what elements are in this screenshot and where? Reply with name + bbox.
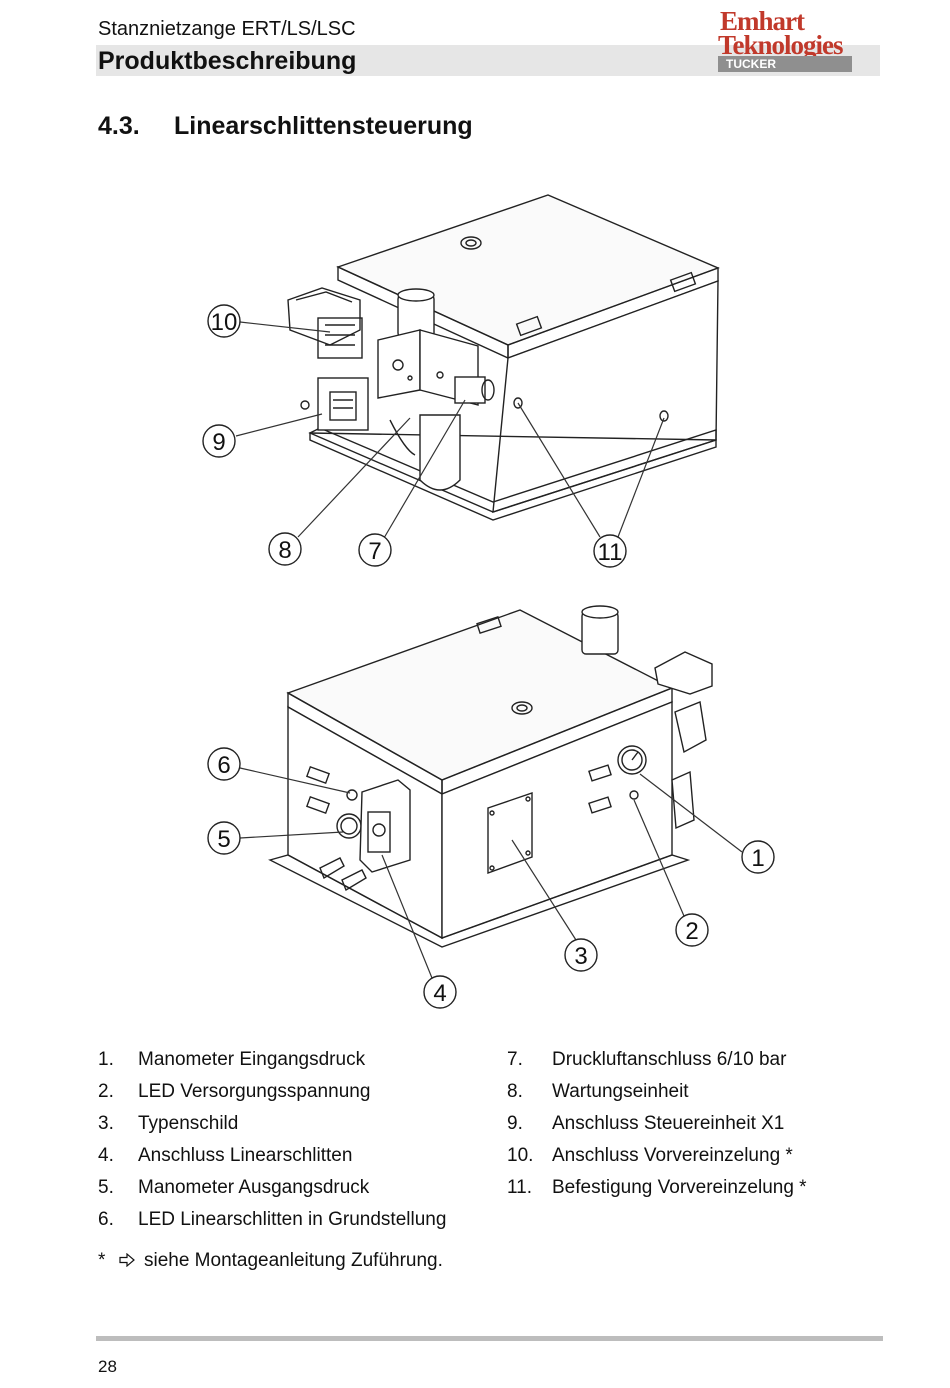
legend-text: Manometer Eingangsdruck — [138, 1049, 366, 1070]
callout-6: 6 — [207, 747, 241, 781]
legend-number: 3. — [98, 1113, 114, 1134]
control-unit-front-view — [268, 605, 713, 948]
callout-5: 5 — [207, 821, 241, 855]
legend-number: 1. — [98, 1049, 114, 1070]
callout-8: 8 — [268, 532, 302, 566]
svg-text:11: 11 — [598, 539, 623, 566]
footnote-star: * — [98, 1250, 106, 1271]
svg-text:7: 7 — [368, 538, 381, 565]
svg-text:4: 4 — [433, 980, 446, 1007]
legend-text: Befestigung Vorvereinzelung * — [552, 1177, 807, 1198]
svg-text:5: 5 — [217, 826, 230, 853]
callout-2: 2 — [675, 913, 709, 947]
legend-text: Typenschild — [138, 1113, 239, 1134]
footer-rule — [96, 1336, 883, 1341]
callout-leaders-bottom — [239, 767, 743, 979]
callout-leaders-top — [235, 321, 665, 539]
legend-number: 6. — [98, 1209, 114, 1230]
logo-tucker-bar: TUCKER — [718, 56, 852, 72]
svg-text:3: 3 — [574, 943, 587, 970]
right-arrow-outline-icon — [119, 1252, 135, 1268]
legend-text: Manometer Ausgangsdruck — [138, 1177, 370, 1198]
callouts: 10 9 8 7 11 6 5 4 3 2 1 — [202, 304, 775, 1009]
legend-number: 9. — [507, 1113, 523, 1134]
section-title: Linearschlittensteuerung — [174, 112, 473, 140]
document-subtitle: Stanznietzange ERT/LS/LSC — [98, 18, 356, 40]
legend-number: 5. — [98, 1177, 114, 1198]
callout-1: 1 — [741, 840, 775, 874]
control-unit-rear-view — [287, 194, 720, 521]
page-title: Produktbeschreibung — [98, 47, 357, 75]
legend-number: 8. — [507, 1081, 523, 1102]
legend-text: Anschluss Linearschlitten — [138, 1145, 353, 1166]
callout-4: 4 — [423, 975, 457, 1009]
svg-text:1: 1 — [751, 845, 764, 872]
legend-number: 10. — [507, 1145, 534, 1166]
logo-line-1: Emhart — [720, 6, 805, 36]
section-number: 4.3. — [98, 112, 140, 140]
page-number: 28 — [98, 1357, 117, 1376]
svg-text:2: 2 — [685, 918, 698, 945]
legend-number: 11. — [507, 1177, 533, 1198]
svg-text:6: 6 — [217, 752, 230, 779]
footnote: * siehe Montageanleitung Zuführung. — [98, 1250, 443, 1272]
legend-text: LED Linearschlitten in Grundstellung — [138, 1209, 447, 1230]
callout-7: 7 — [358, 533, 392, 567]
legend-text: LED Versorgungsspannung — [138, 1081, 371, 1102]
legend-number: 2. — [98, 1081, 114, 1102]
legend-text: Druckluftanschluss 6/10 bar — [552, 1049, 787, 1070]
svg-text:10: 10 — [211, 309, 238, 336]
legend-number: 7. — [507, 1049, 523, 1070]
callout-9: 9 — [202, 424, 236, 458]
callout-3: 3 — [564, 938, 598, 972]
logo-line-2: Teknologies — [718, 30, 844, 60]
svg-text:9: 9 — [212, 429, 225, 456]
legend-text: Anschluss Vorvereinzelung * — [552, 1145, 793, 1166]
footnote-text: siehe Montageanleitung Zuführung. — [143, 1250, 443, 1271]
legend-text: Wartungseinheit — [552, 1081, 689, 1102]
company-logo: Emhart Teknologies TUCKER — [716, 6, 854, 72]
legend-text: Anschluss Steuereinheit X1 — [552, 1113, 785, 1134]
legend-number: 4. — [98, 1145, 114, 1166]
callout-10: 10 — [207, 304, 241, 338]
callout-11: 11 — [593, 534, 627, 568]
svg-text:8: 8 — [278, 537, 291, 564]
